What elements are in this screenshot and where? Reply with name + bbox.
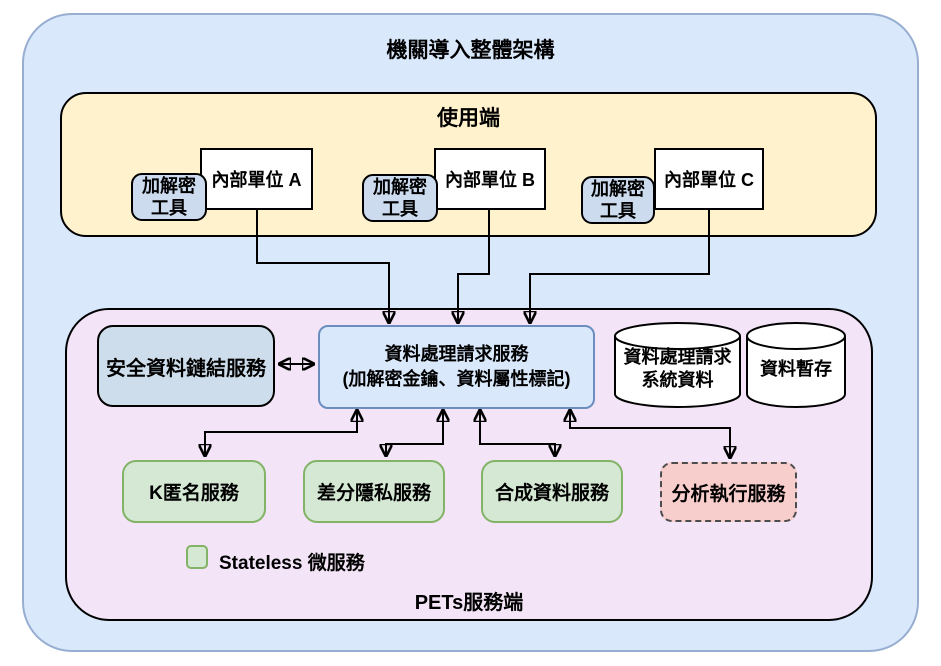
data-processing-request-service-line1: 資料處理請求服務 [384,344,529,364]
synthetic-data-service-box: 合成資料服務 [481,460,623,523]
analysis-execution-service-label: 分析執行服務 [671,483,786,505]
internal-unit-b-label: 內部單位 B [445,170,535,190]
pets-server-side-zone-label: PETs服務端 [414,592,524,614]
secure-data-link-service-box: 安全資料鏈結服務 [97,325,275,407]
internal-unit-a-label: 內部單位 A [211,170,302,190]
crypto-tool-c-line1: 加解密 [591,179,645,199]
differential-privacy-service-label: 差分隱私服務 [316,483,431,504]
internal-unit-b-box: 內部單位 B [434,148,546,210]
analysis-execution-service-box: 分析執行服務 [660,462,797,522]
crypto-tool-box-b: 加解密 工具 [362,174,438,222]
crypto-tool-box-c: 加解密 工具 [581,176,655,224]
diagram-title: 機關導入整體架構 [386,39,555,62]
crypto-tool-b-line2: 工具 [382,199,418,219]
cylinder-shape-icon [614,322,741,408]
secure-data-link-service-label: 安全資料鏈結服務 [106,357,266,380]
data-processing-request-service-box: 資料處理請求服務 (加解密金鑰、資料屬性標記) [318,325,595,409]
crypto-tool-a-line2: 工具 [151,198,187,218]
crypto-tool-c-line2: 工具 [600,201,636,221]
data-processing-request-service-line2: (加解密金鑰、資料屬性標記) [342,369,571,389]
internal-unit-c-label: 內部單位 C [664,170,754,190]
k-anonymity-service-box: K匿名服務 [122,460,266,523]
datastore-request-system-data: 資料處理請求 系統資料 [614,322,741,408]
datastore-temp-data: 資料暫存 [746,322,846,408]
synthetic-data-service-label: 合成資料服務 [494,483,609,504]
k-anonymity-service-label: K匿名服務 [149,483,239,504]
internal-unit-a-box: 內部單位 A [200,148,313,210]
crypto-tool-box-a: 加解密 工具 [131,173,207,221]
user-side-zone-label: 使用端 [437,107,500,130]
crypto-tool-b-line1: 加解密 [373,177,427,197]
datastore-request-system-data-label: 資料處理請求 系統資料 [623,347,732,390]
internal-unit-c-box: 內部單位 C [654,148,764,210]
cylinder-shape-icon [746,322,846,408]
crypto-tool-a-line1: 加解密 [142,176,196,196]
differential-privacy-service-box: 差分隱私服務 [303,460,445,523]
stateless-legend-swatch-icon [186,545,208,569]
stateless-legend-label: Stateless 微服務 [219,553,365,574]
datastore-temp-data-label: 資料暫存 [760,359,832,379]
